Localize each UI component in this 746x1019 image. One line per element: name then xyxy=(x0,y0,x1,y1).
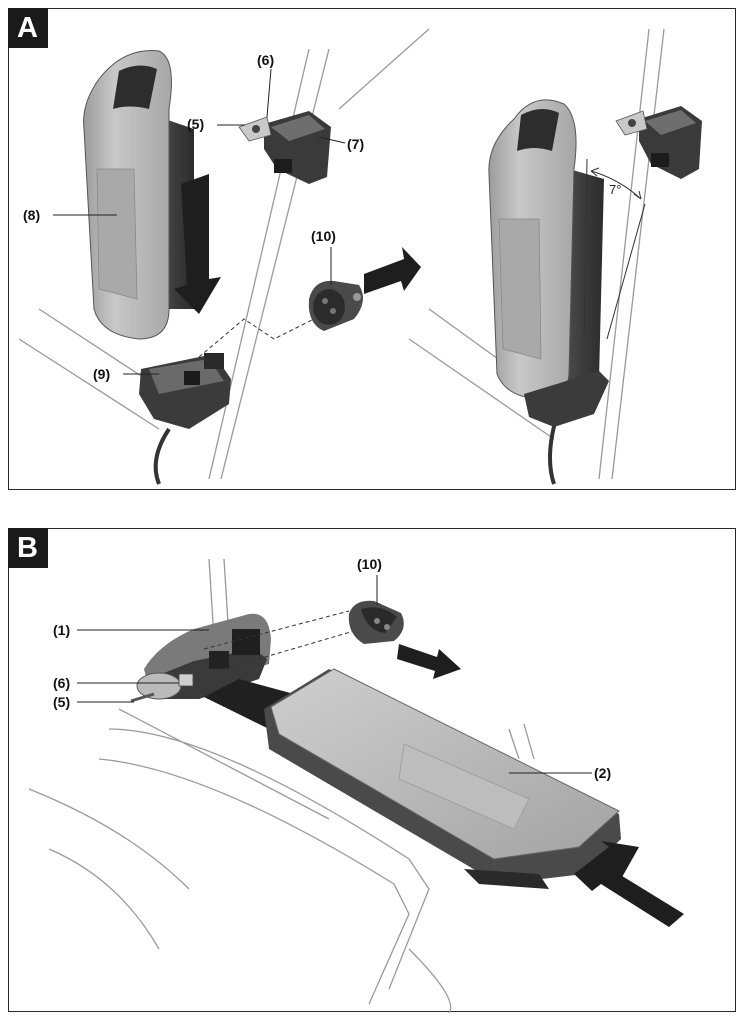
svg-text:(5): (5) xyxy=(187,116,204,132)
callout-9: (9) xyxy=(93,366,159,382)
battery-holder xyxy=(130,613,271,703)
callout-2: (2) xyxy=(509,765,611,781)
panel-b-letter: B xyxy=(7,527,48,568)
svg-text:(8): (8) xyxy=(23,207,40,223)
svg-text:(5): (5) xyxy=(53,694,70,710)
battery-installed xyxy=(488,99,609,427)
push-arrow xyxy=(574,841,684,927)
cover-cap-b xyxy=(348,600,404,644)
top-lock-right xyxy=(615,106,702,179)
battery-upright xyxy=(83,50,194,340)
svg-text:(6): (6) xyxy=(257,52,274,68)
callout-8: (8) xyxy=(23,207,117,223)
tilt-angle-indicator xyxy=(583,158,646,340)
top-lock xyxy=(238,111,331,184)
svg-text:(9): (9) xyxy=(93,366,110,382)
cover-arrow-b xyxy=(397,644,461,679)
bottom-bracket xyxy=(139,353,231,429)
frame-tube-left xyxy=(18,28,430,480)
callout-10-b: (10) xyxy=(357,556,382,605)
guide-dashed-b xyxy=(203,610,355,670)
callout-1: (1) xyxy=(53,622,209,638)
panel-a-letter: A xyxy=(7,7,48,48)
guide-dashed xyxy=(198,318,315,358)
battery-horizontal xyxy=(264,668,621,889)
callout-5-b: (5) xyxy=(53,694,134,710)
cover-arrow-right xyxy=(364,247,421,294)
callout-7: (7) xyxy=(318,136,364,152)
angle-label: 7° xyxy=(609,182,621,197)
panel-a: A xyxy=(7,7,736,490)
svg-text:(10): (10) xyxy=(311,228,336,244)
svg-text:(2): (2) xyxy=(594,765,611,781)
callout-6-b: (6) xyxy=(53,675,179,691)
svg-text:(6): (6) xyxy=(53,675,70,691)
callout-6: (6) xyxy=(257,52,274,118)
callout-5: (5) xyxy=(187,116,245,132)
callout-10: (10) xyxy=(311,228,336,285)
panel-b: B xyxy=(7,527,736,1013)
cover-cap xyxy=(308,280,363,331)
svg-text:(1): (1) xyxy=(53,622,70,638)
cable-left xyxy=(153,427,171,485)
insert-down-arrow xyxy=(174,174,221,314)
svg-text:(10): (10) xyxy=(357,556,382,572)
panel-a-illustration: 7° (5) (6) (7) (8) (9) (10) xyxy=(18,28,702,485)
svg-text:(7): (7) xyxy=(347,136,364,152)
panel-b-illustration: (10) (1) (6) (5) (2) xyxy=(28,556,684,1013)
